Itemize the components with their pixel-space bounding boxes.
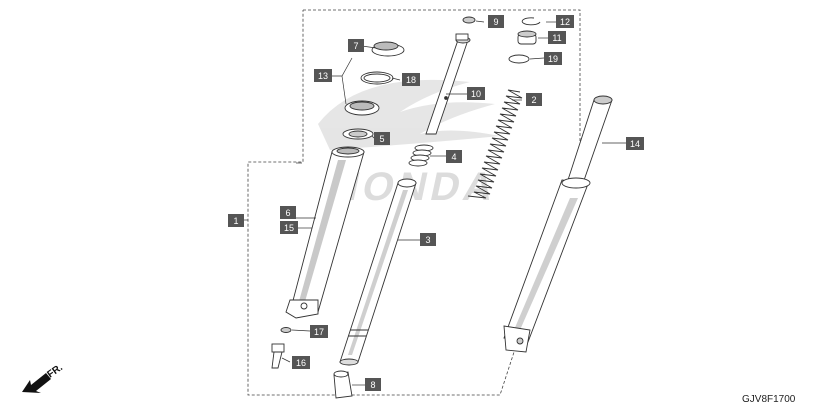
callout-19: 19 <box>544 52 562 65</box>
svg-text:4: 4 <box>451 152 456 162</box>
callout-15: 15 <box>280 221 298 234</box>
front-arrow-icon <box>22 373 51 393</box>
washer-part <box>342 128 374 140</box>
svg-text:7: 7 <box>353 41 358 51</box>
svg-text:1: 1 <box>233 216 238 226</box>
svg-text:5: 5 <box>379 134 384 144</box>
fork-pipe-part <box>339 178 417 366</box>
svg-text:17: 17 <box>314 327 324 337</box>
svg-text:15: 15 <box>284 223 294 233</box>
rebound-spring-part <box>408 144 434 167</box>
svg-text:6: 6 <box>285 208 290 218</box>
snap-ring-part <box>360 71 394 85</box>
svg-text:16: 16 <box>296 358 306 368</box>
svg-text:18: 18 <box>406 75 416 85</box>
svg-text:11: 11 <box>552 33 561 43</box>
oil-seal-part <box>344 100 380 116</box>
svg-text:12: 12 <box>560 17 570 27</box>
callout-10: 10 <box>467 87 485 100</box>
fork-spring-part <box>467 89 523 199</box>
svg-text:19: 19 <box>548 54 558 64</box>
svg-text:14: 14 <box>630 139 640 149</box>
callout-17: 17 <box>310 325 328 338</box>
callout-5: 5 <box>374 132 390 145</box>
callout-18: 18 <box>402 73 420 86</box>
complete-fork-part <box>503 95 613 353</box>
circlip-part <box>521 17 541 26</box>
front-direction-indicator: FR. <box>22 362 65 393</box>
callout-11: 11 <box>548 31 566 44</box>
callout-8: 8 <box>365 378 381 391</box>
assembly-outline <box>247 9 581 396</box>
callout-1: 1 <box>228 214 244 227</box>
fork-bolt-part <box>517 30 537 45</box>
svg-text:13: 13 <box>318 71 328 81</box>
damper-rod-part <box>425 33 471 135</box>
callout-4: 4 <box>446 150 462 163</box>
o-ring-part <box>462 16 476 24</box>
socket-bolt-part <box>271 343 285 369</box>
callout-6: 6 <box>280 206 296 219</box>
svg-text:3: 3 <box>425 235 430 245</box>
svg-text:8: 8 <box>370 380 375 390</box>
callout-12: 12 <box>556 15 574 28</box>
callout-13: 13 <box>314 69 332 82</box>
diagram-code: GJV8F1700 <box>742 394 796 405</box>
washer-small-part <box>280 327 292 333</box>
dust-seal-part <box>371 41 405 57</box>
callout-14: 14 <box>626 137 644 150</box>
callout-9: 9 <box>488 15 504 28</box>
fork-slider-part <box>285 146 365 319</box>
callout-3: 3 <box>420 233 436 246</box>
svg-text:10: 10 <box>471 89 481 99</box>
leader-lines <box>244 20 626 386</box>
callout-7: 7 <box>348 39 364 52</box>
callout-16: 16 <box>292 356 310 369</box>
svg-text:2: 2 <box>531 95 536 105</box>
callout-2: 2 <box>526 93 542 106</box>
o-ring-small-part <box>508 54 530 64</box>
fork-cap-part <box>333 370 353 399</box>
svg-text:9: 9 <box>493 17 498 27</box>
